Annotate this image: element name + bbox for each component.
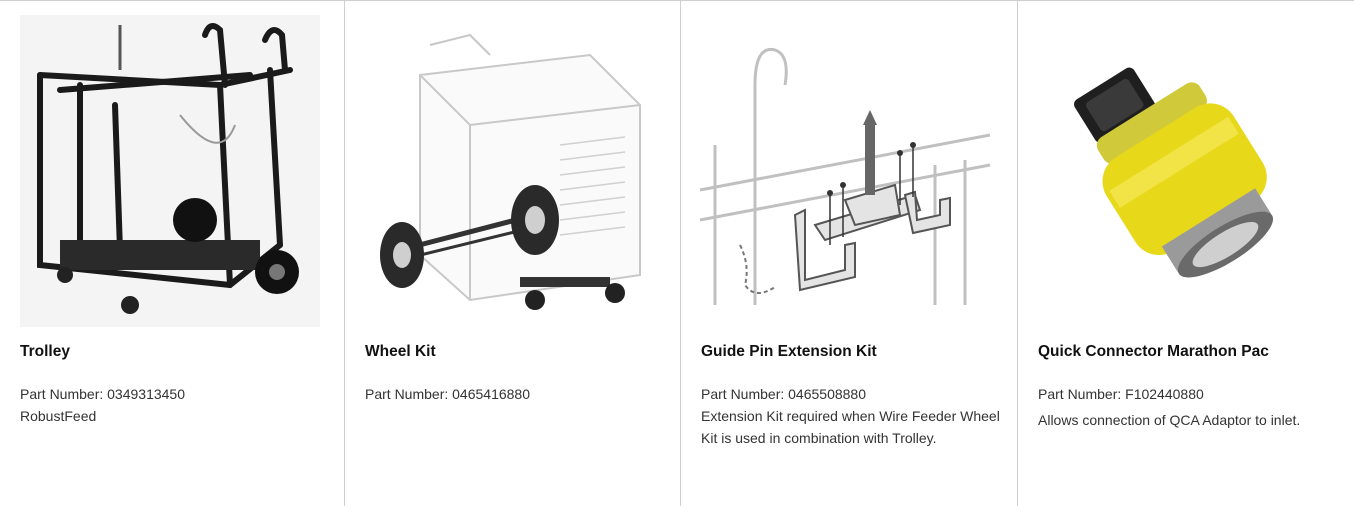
product-card-wheel-kit: Wheel Kit Part Number: 0465416880	[345, 1, 681, 506]
product-description: Extension Kit required when Wire Feeder …	[701, 408, 1000, 446]
product-card-quick-connector: Quick Connector Marathon Pac Part Number…	[1018, 1, 1354, 506]
product-title: Quick Connector Marathon Pac	[1038, 343, 1269, 360]
product-title: Wheel Kit	[365, 343, 436, 360]
part-number: Part Number: 0465416880	[365, 386, 530, 402]
quick-connector-image	[1032, 15, 1332, 327]
product-details: Part Number: F102440880 Allows connectio…	[1038, 383, 1338, 431]
product-description: Allows connection of QCA Adaptor to inle…	[1038, 412, 1301, 428]
product-description: RobustFeed	[20, 408, 97, 424]
part-number: Part Number: 0465508880	[701, 386, 866, 402]
trolley-image	[20, 15, 320, 327]
guide-pin-extension-image	[695, 15, 995, 327]
product-card-guide-pin-extension-kit: Guide Pin Extension Kit Part Number: 046…	[681, 1, 1018, 506]
product-card-trolley: Trolley Part Number: 0349313450 RobustFe…	[0, 1, 345, 506]
product-title: Trolley	[20, 343, 70, 360]
product-title: Guide Pin Extension Kit	[701, 343, 877, 360]
product-details: Part Number: 0349313450 RobustFeed	[20, 383, 320, 427]
product-details: Part Number: 0465416880	[365, 383, 665, 405]
product-details: Part Number: 0465508880 Extension Kit re…	[701, 383, 1001, 449]
wheel-kit-image	[360, 15, 660, 327]
part-number: Part Number: F102440880	[1038, 386, 1204, 402]
part-number: Part Number: 0349313450	[20, 386, 185, 402]
